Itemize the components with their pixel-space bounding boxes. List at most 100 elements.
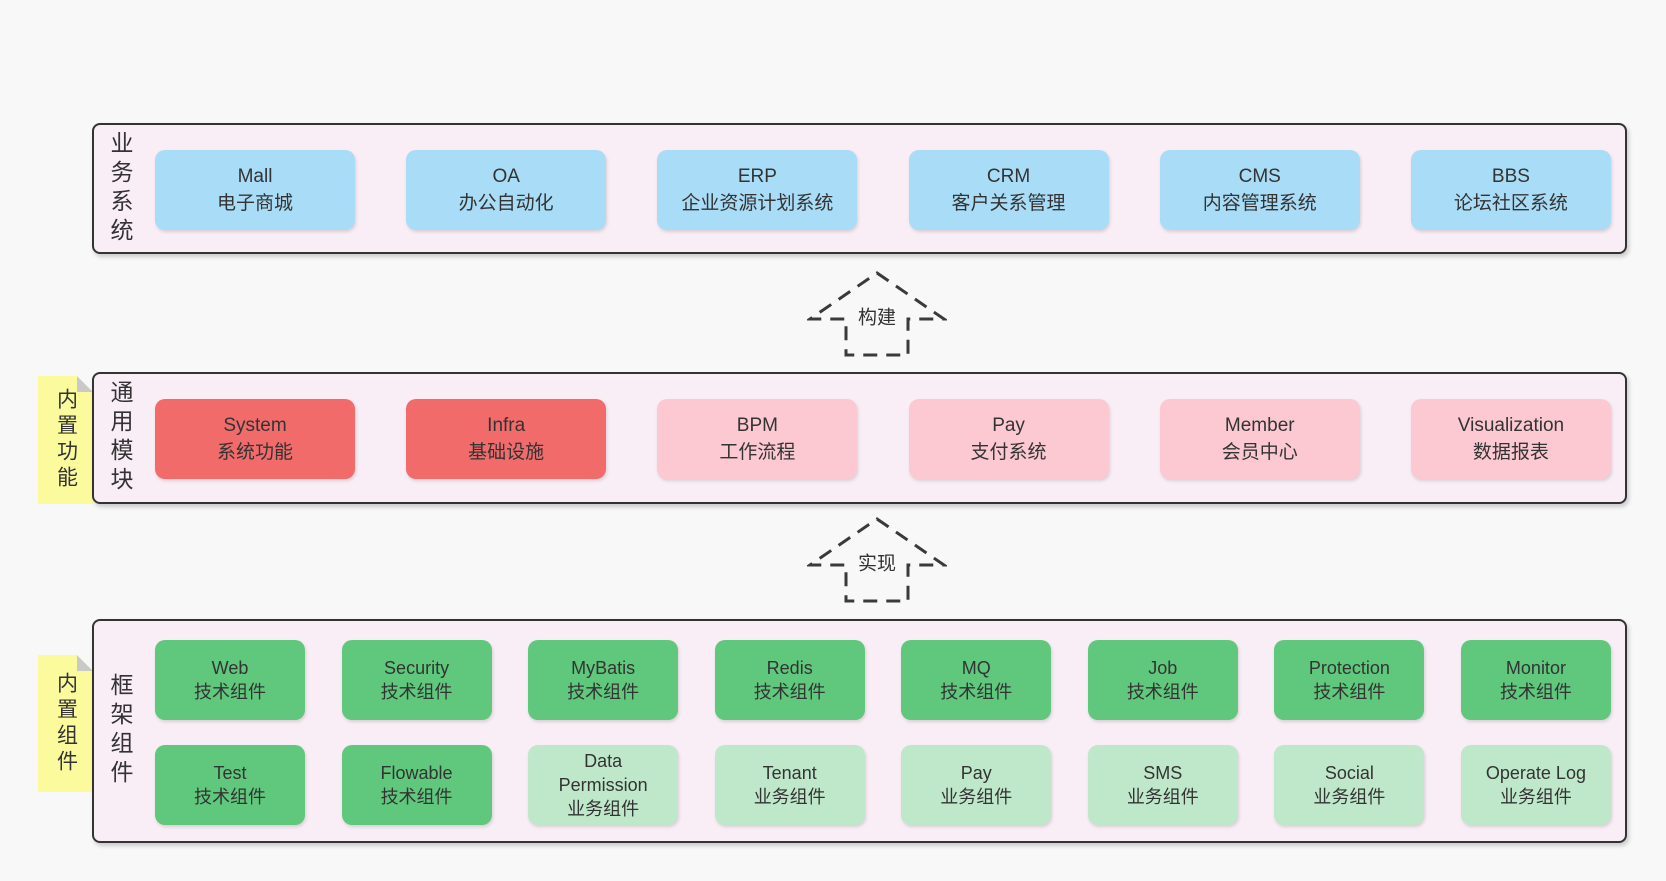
box-subtitle: 业务组件	[1313, 787, 1386, 807]
business-box-row: Mall 电子商城 OA 办公自动化 ERP 企业资源计划系统 CRM 客户关系…	[155, 150, 1611, 230]
box-erp: ERP 企业资源计划系统	[657, 150, 858, 230]
box-pay-business: Pay 业务组件	[901, 745, 1052, 825]
box-flowable: Flowable 技术组件	[341, 745, 492, 825]
box-title: Member	[1224, 415, 1295, 436]
box-subtitle: 办公自动化	[458, 193, 554, 214]
box-subtitle: 业务组件	[753, 787, 826, 807]
box-subtitle: 技术组件	[1313, 682, 1386, 702]
box-subtitle: 技术组件	[1499, 682, 1572, 702]
box-title: ERP	[737, 166, 777, 187]
section-label-business: 业务系统	[107, 130, 133, 247]
sticky-note-builtin-components: 内置组件	[38, 655, 93, 792]
box-mall: Mall 电子商城	[155, 150, 355, 230]
panel-framework-components: 框架组件 Web 技术组件 Security 技术组件 MyBatis 技术组件…	[92, 619, 1627, 843]
box-cms: CMS 内容管理系统	[1159, 150, 1360, 230]
box-tenant: Tenant 业务组件	[714, 745, 865, 825]
box-subtitle: 内容管理系统	[1202, 193, 1317, 214]
box-security: Security 技术组件	[341, 640, 492, 720]
box-test: Test 技术组件	[155, 745, 305, 825]
box-social: Social 业务组件	[1274, 745, 1425, 825]
box-subtitle: 技术组件	[567, 682, 640, 702]
up-arrow-icon	[807, 271, 947, 357]
box-title: Flowable	[380, 763, 453, 783]
box-title: Tenant	[762, 763, 817, 783]
box-monitor: Monitor 技术组件	[1460, 640, 1611, 720]
box-subtitle: 业务组件	[940, 787, 1013, 807]
framework-box-row-1: Web 技术组件 Security 技术组件 MyBatis 技术组件 Redi…	[155, 640, 1611, 720]
box-title: Pay	[992, 415, 1025, 436]
box-infra: Infra 基础设施	[406, 399, 607, 479]
box-visualization: Visualization 数据报表	[1410, 399, 1611, 479]
box-mybatis: MyBatis 技术组件	[528, 640, 679, 720]
box-title: Data Permission	[558, 751, 648, 795]
box-protection: Protection 技术组件	[1274, 640, 1425, 720]
box-title: Mall	[237, 166, 273, 187]
box-title: Test	[213, 763, 247, 783]
box-subtitle: 技术组件	[940, 682, 1013, 702]
box-title: Social	[1324, 763, 1374, 783]
box-title: Operate Log	[1485, 763, 1586, 783]
box-subtitle: 业务组件	[567, 799, 640, 819]
sticky-note-label: 内置组件	[54, 671, 78, 776]
box-subtitle: 业务组件	[1499, 787, 1572, 807]
box-title: BBS	[1491, 166, 1530, 187]
box-data-permission: Data Permission 业务组件	[528, 745, 679, 825]
modules-box-row: System 系统功能 Infra 基础设施 BPM 工作流程 Pay 支付系统…	[155, 399, 1611, 479]
box-oa: OA 办公自动化	[406, 150, 607, 230]
box-job: Job 技术组件	[1087, 640, 1238, 720]
box-title: Security	[384, 658, 450, 678]
box-title: Web	[211, 658, 249, 678]
box-title: Job	[1148, 658, 1178, 678]
box-subtitle: 技术组件	[380, 682, 453, 702]
box-operate-log: Operate Log 业务组件	[1460, 745, 1611, 825]
section-label-modules: 通用模块	[107, 380, 133, 496]
build-arrow: 构建	[807, 270, 947, 358]
implement-arrow-label: 实现	[854, 547, 900, 577]
box-title: SMS	[1143, 763, 1183, 783]
box-subtitle: 工作流程	[719, 442, 796, 463]
box-subtitle: 业务组件	[1126, 787, 1199, 807]
box-title: System	[223, 415, 287, 436]
panel-common-modules: 通用模块 System 系统功能 Infra 基础设施 BPM 工作流程 Pay…	[92, 372, 1627, 504]
framework-box-row-2: Test 技术组件 Flowable 技术组件 Data Permission …	[155, 745, 1611, 825]
box-title: BPM	[736, 415, 778, 436]
box-title: Protection	[1308, 658, 1390, 678]
box-subtitle: 技术组件	[380, 787, 453, 807]
box-title: Infra	[487, 415, 526, 436]
box-crm: CRM 客户关系管理	[908, 150, 1109, 230]
box-subtitle: 系统功能	[216, 442, 293, 463]
box-sms: SMS 业务组件	[1087, 745, 1238, 825]
box-title: CRM	[986, 166, 1031, 187]
box-subtitle: 电子商城	[216, 193, 293, 214]
box-subtitle: 客户关系管理	[951, 193, 1066, 214]
box-subtitle: 论坛社区系统	[1453, 193, 1568, 214]
sticky-note-label: 内置功能	[54, 388, 78, 492]
box-subtitle: 支付系统	[970, 442, 1047, 463]
box-redis: Redis 技术组件	[714, 640, 865, 720]
box-title: CMS	[1238, 166, 1281, 187]
box-title: MyBatis	[571, 658, 636, 678]
box-member: Member 会员中心	[1159, 399, 1360, 479]
box-subtitle: 会员中心	[1221, 442, 1298, 463]
section-label-framework: 框架组件	[107, 673, 133, 789]
box-bpm: BPM 工作流程	[657, 399, 858, 479]
box-title: OA	[492, 166, 520, 187]
box-title: Pay	[960, 763, 992, 783]
box-system: System 系统功能	[155, 399, 355, 479]
up-arrow-icon	[807, 517, 947, 603]
box-subtitle: 技术组件	[753, 682, 826, 702]
box-subtitle: 基础设施	[468, 442, 545, 463]
box-mq: MQ 技术组件	[901, 640, 1052, 720]
box-subtitle: 数据报表	[1472, 442, 1549, 463]
panel-business-systems: 业务系统 Mall 电子商城 OA 办公自动化 ERP 企业资源计划系统 CRM…	[92, 123, 1627, 254]
box-title: Redis	[766, 658, 813, 678]
box-title: MQ	[961, 658, 991, 678]
box-web: Web 技术组件	[155, 640, 305, 720]
build-arrow-label: 构建	[854, 301, 900, 331]
box-subtitle: 企业资源计划系统	[681, 193, 834, 214]
box-subtitle: 技术组件	[194, 787, 266, 807]
box-bbs: BBS 论坛社区系统	[1410, 150, 1611, 230]
box-title: Monitor	[1505, 658, 1566, 678]
box-subtitle: 技术组件	[1126, 682, 1199, 702]
